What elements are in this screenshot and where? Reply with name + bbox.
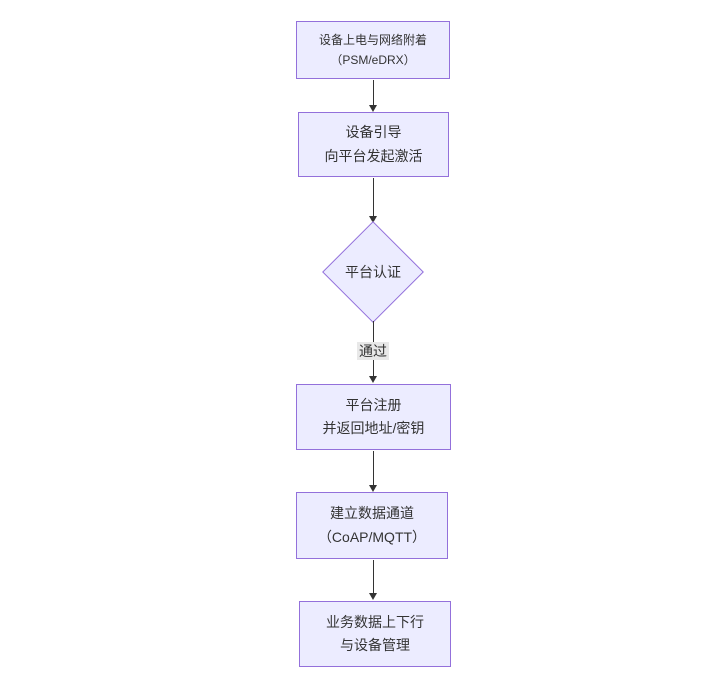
node-text: （PSM/eDRX）: [330, 53, 416, 67]
node-platform-auth-decision: 平台认证: [322, 221, 424, 323]
edge-shaft: [372, 451, 374, 485]
edge-shaft: [372, 80, 374, 105]
node-text: （CoAP/MQTT）: [317, 528, 427, 545]
node-text: 并返回地址/密钥: [322, 420, 425, 436]
edge-shaft: [372, 178, 374, 216]
node-text: 与设备管理: [340, 637, 410, 653]
edge-label-pass: 通过: [357, 342, 389, 361]
edge-shaft: [372, 560, 374, 593]
node-text: 设备上电与网络附着: [318, 32, 427, 47]
node-text: 向平台发起激活: [324, 147, 423, 164]
node-device-bootstrap: 设备引导 向平台发起激活: [298, 112, 449, 177]
arrowhead-down-icon: [368, 105, 377, 112]
node-power-network-attach: 设备上电与网络附着 （PSM/eDRX）: [296, 21, 450, 79]
node-data-channel: 建立数据通道 （CoAP/MQTT）: [296, 492, 448, 559]
arrowhead-down-icon: [368, 485, 377, 492]
node-text: 设备引导: [345, 124, 402, 141]
arrowhead-down-icon: [368, 593, 377, 600]
arrowhead-down-icon: [368, 216, 377, 223]
node-text: 业务数据上下行: [326, 613, 424, 630]
node-platform-register: 平台注册 并返回地址/密钥: [296, 384, 451, 450]
node-text: 建立数据通道: [330, 505, 414, 522]
arrowhead-down-icon: [368, 376, 377, 383]
node-text: 平台认证: [345, 264, 401, 280]
node-text: 平台注册: [345, 396, 402, 413]
node-business-data-management: 业务数据上下行 与设备管理: [299, 601, 451, 667]
